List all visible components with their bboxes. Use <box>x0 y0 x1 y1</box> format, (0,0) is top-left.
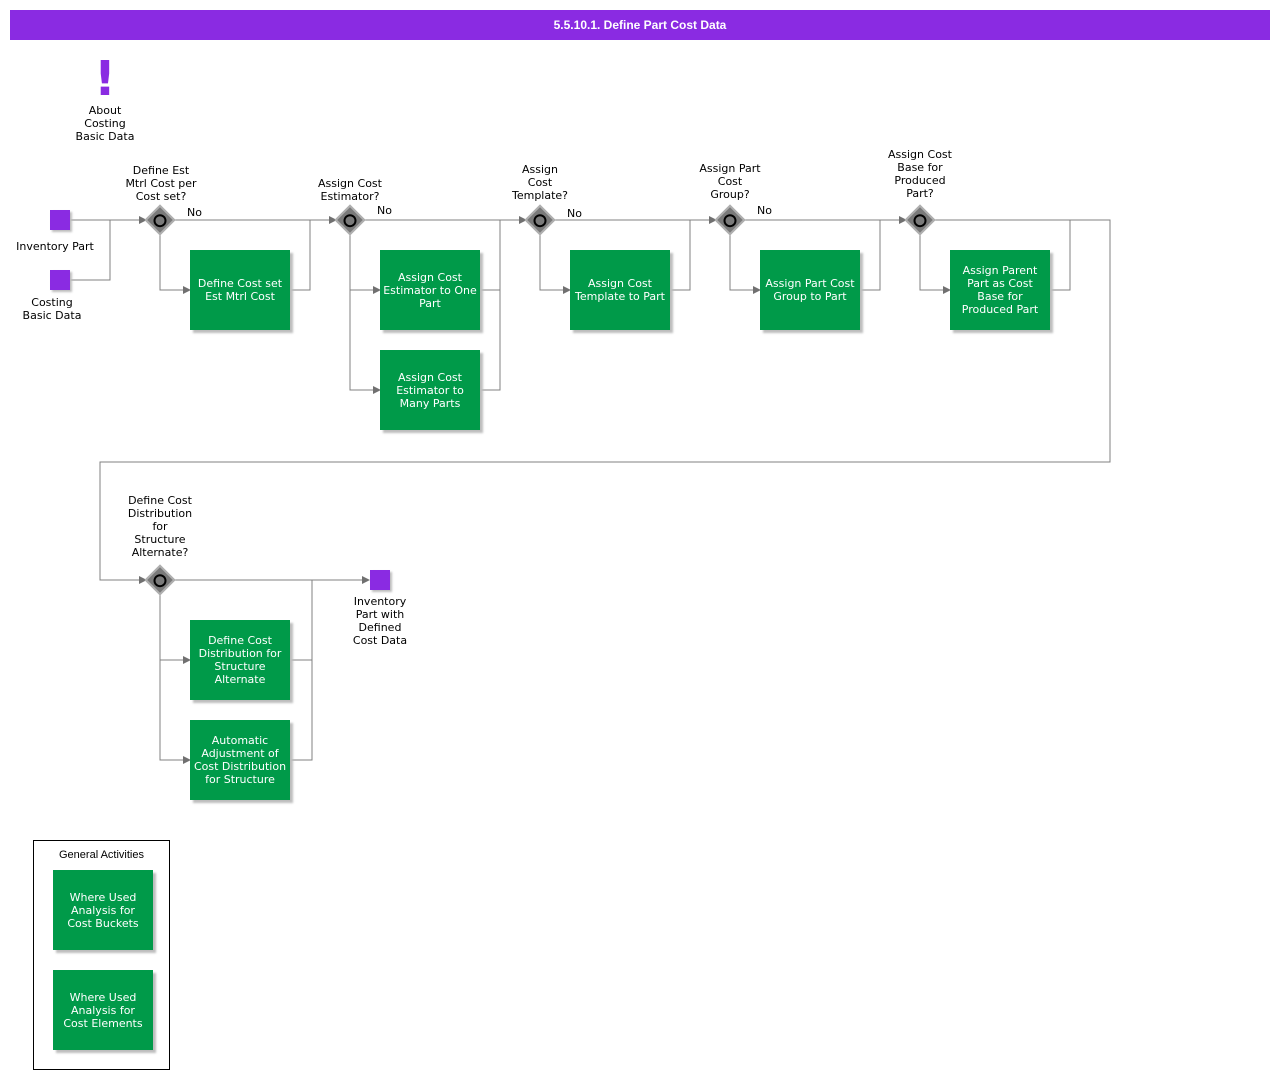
task-where-used-cost-elements[interactable]: Where Used Analysis for Cost Elements <box>53 970 153 1050</box>
task-where-used-cost-buckets[interactable]: Where Used Analysis for Cost Buckets <box>53 870 153 950</box>
start-event-costing-basic-data-label: Costing Basic Data <box>22 296 82 322</box>
task-assign-cost-template-to-part[interactable]: Assign Cost Template to Part <box>570 250 670 330</box>
task-define-cost-set-est-mtrl-cost[interactable]: Define Cost set Est Mtrl Cost <box>190 250 290 330</box>
note-label: About Costing Basic Data <box>75 104 135 143</box>
gateway-5-question: Assign Cost Base for Produced Part? <box>888 148 952 200</box>
task-assign-cost-estimator-many-parts[interactable]: Assign Cost Estimator to Many Parts <box>380 350 480 430</box>
gateway-2-no-label: No <box>377 204 392 217</box>
task-define-cost-distribution-structure-alternate[interactable]: Define Cost Distribution for Structure A… <box>190 620 290 700</box>
gateway-3-question: Assign Cost Template? <box>511 163 569 202</box>
start-event-inventory-part[interactable] <box>50 210 70 230</box>
diagram-title: 5.5.10.1. Define Part Cost Data <box>10 10 1270 40</box>
general-activities-title: General Activities <box>59 849 144 861</box>
end-event-label: Inventory Part with Defined Cost Data <box>352 595 408 647</box>
end-event-inventory-part-defined-cost-data[interactable] <box>370 570 390 590</box>
task-assign-part-cost-group-to-part[interactable]: Assign Part Cost Group to Part <box>760 250 860 330</box>
gateway-1-no-label: No <box>187 206 202 219</box>
gateway-1-question: Define Est Mtrl Cost per Cost set? <box>125 164 197 203</box>
gateway-3-no-label: No <box>567 207 582 220</box>
gateway-4-question: Assign Part Cost Group? <box>699 162 761 201</box>
gateway-2-question: Assign Cost Estimator? <box>318 177 382 203</box>
start-event-inventory-part-label: Inventory Part <box>16 240 94 253</box>
task-assign-cost-estimator-one-part[interactable]: Assign Cost Estimator to One Part <box>380 250 480 330</box>
gateway-4-no-label: No <box>757 204 772 217</box>
start-event-costing-basic-data[interactable] <box>50 270 70 290</box>
exclamation-icon[interactable]: ! <box>94 51 116 107</box>
task-assign-parent-part-cost-base[interactable]: Assign Parent Part as Cost Base for Prod… <box>950 250 1050 330</box>
task-automatic-adjustment-cost-distribution[interactable]: Automatic Adjustment of Cost Distributio… <box>190 720 290 800</box>
gateway-6-question: Define Cost Distribution for Structure A… <box>127 494 193 559</box>
general-activities-group: General Activities Where Used Analysis f… <box>33 840 170 1070</box>
